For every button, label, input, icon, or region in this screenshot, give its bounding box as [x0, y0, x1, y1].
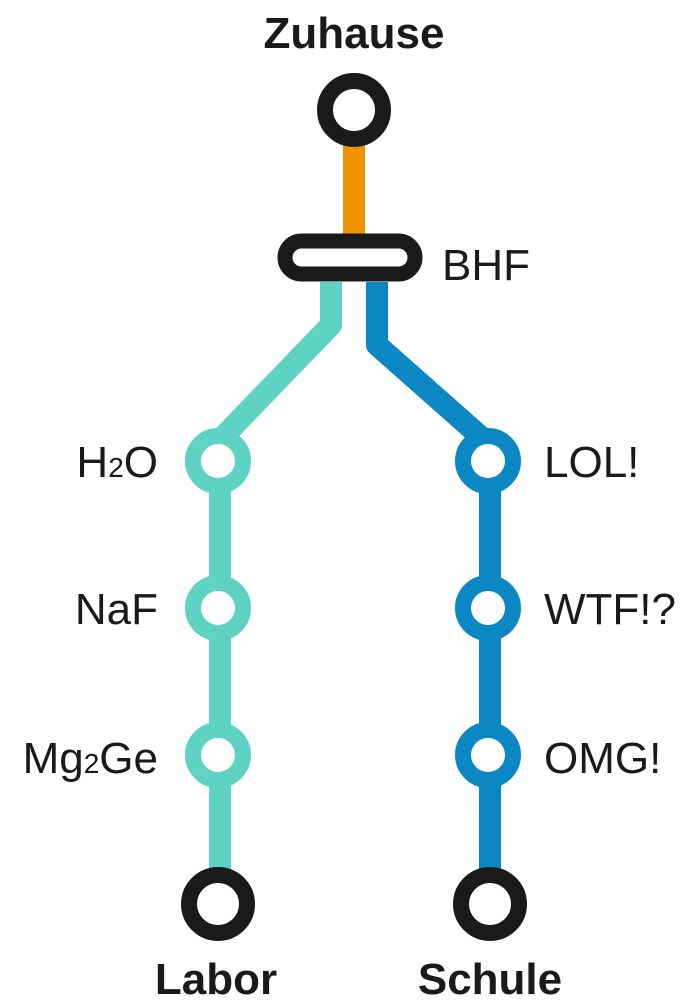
- stop-mg2ge-label-tail: Ge: [99, 734, 158, 783]
- station-labor-marker[interactable]: [181, 867, 255, 941]
- stop-omg-label: OMG!: [544, 734, 661, 783]
- stop-naf-label-main: NaF: [75, 585, 158, 634]
- station-home-label: Zuhause: [264, 9, 445, 58]
- stop-mg2ge-label: Mg2Ge: [23, 734, 158, 783]
- stop-wtf-label: WTF!?: [544, 585, 676, 634]
- stop-naf-label: NaF: [75, 585, 158, 634]
- stop-naf-marker[interactable]: [185, 575, 251, 641]
- station-schule-marker[interactable]: [453, 867, 527, 941]
- stop-h2o-label: H2O: [76, 438, 158, 487]
- station-hub-label: BHF: [442, 241, 530, 290]
- blue-line: [366, 282, 501, 888]
- stop-mg2ge-marker[interactable]: [185, 722, 251, 788]
- stop-mg2ge-label-sub: 2: [84, 748, 100, 779]
- stop-lol-marker[interactable]: [455, 428, 521, 494]
- station-hub-marker[interactable]: [277, 233, 423, 282]
- station-labor-label: Labor: [155, 955, 277, 1003]
- stop-h2o-label-sub: 2: [108, 452, 124, 483]
- stop-h2o-marker[interactable]: [185, 428, 251, 494]
- stop-h2o-label-tail: O: [124, 438, 158, 487]
- stop-lol-label: LOL!: [544, 438, 639, 487]
- station-schule-label: Schule: [418, 955, 562, 1003]
- station-home-marker[interactable]: [317, 73, 391, 147]
- teal-line: [209, 282, 342, 888]
- stop-mg2ge-label-main: Mg: [23, 734, 84, 783]
- stop-wtf-marker[interactable]: [455, 575, 521, 641]
- stop-h2o-label-main: H: [76, 438, 108, 487]
- stop-omg-marker[interactable]: [455, 722, 521, 788]
